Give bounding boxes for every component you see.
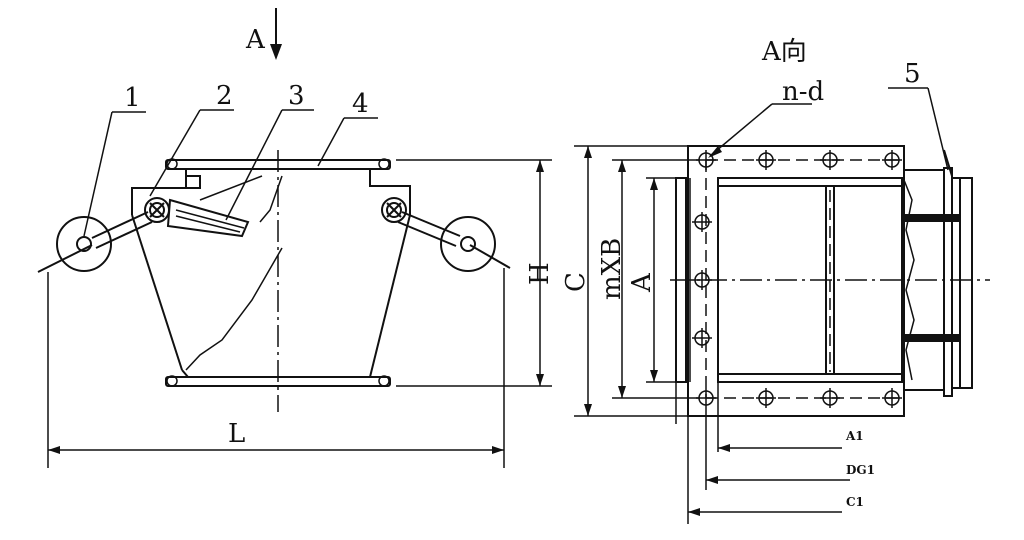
motor-box [951, 177, 973, 389]
dimension-h: H [396, 159, 555, 387]
dimension-c1: C1 [688, 495, 864, 516]
callout-4-label: 4 [352, 89, 369, 119]
flap-gate [166, 175, 263, 238]
callout-4: 4 [317, 89, 378, 167]
dimension-lines-bottom [675, 382, 719, 524]
callout-2-label: 2 [216, 81, 233, 111]
callout-1: 1 [83, 83, 146, 237]
callout-1-label: 1 [124, 83, 141, 113]
dimension-a1: A1 [718, 429, 864, 452]
right-counterweight [440, 216, 496, 272]
callout-2: 2 [149, 81, 234, 197]
dimension-mxb: mXB [597, 159, 700, 399]
dimension-l-label: L [228, 419, 245, 449]
view-arrow-label: A [245, 25, 266, 55]
right-lever [397, 211, 511, 269]
callout-5-label: 5 [904, 59, 921, 89]
dimension-c: C [561, 145, 688, 417]
flange-plate [943, 167, 953, 397]
side-view: A [37, 8, 555, 468]
callout-5: 5 [888, 59, 949, 171]
dimension-c1-label: C1 [846, 495, 864, 509]
side-housing [903, 149, 973, 397]
dimension-a-label: A [627, 272, 657, 293]
hole-leader: n-d [708, 77, 824, 158]
front-view-a: A向 [561, 37, 990, 524]
dimension-a: A [627, 177, 676, 383]
dimension-l: L [47, 268, 505, 468]
dimension-h-label: H [525, 262, 555, 285]
hole-spec-label: n-d [782, 77, 824, 107]
right-pivot [381, 197, 407, 223]
dimension-a1-label: A1 [845, 429, 864, 443]
left-lever [37, 211, 153, 273]
left-counterweight [56, 216, 112, 272]
hopper-body [131, 150, 411, 412]
view-a-title: A向 [761, 37, 807, 67]
dimension-c-label: C [561, 272, 591, 292]
view-direction-arrow: A [245, 8, 282, 60]
outer-flange [687, 145, 905, 417]
dimension-dg1: DG1 [706, 463, 875, 484]
callout-3-label: 3 [288, 81, 305, 111]
dimension-mxb-label: mXB [597, 238, 627, 300]
callout-3: 3 [225, 81, 314, 221]
bolt-holes [692, 150, 902, 408]
left-pivot [144, 197, 170, 223]
dimension-dg1-label: DG1 [846, 463, 875, 477]
